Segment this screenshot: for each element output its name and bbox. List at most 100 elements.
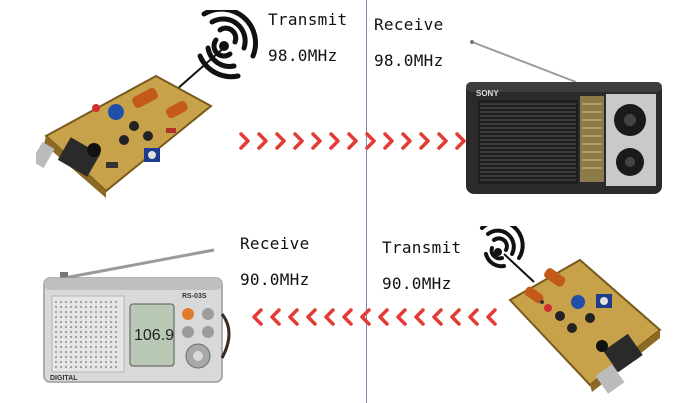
speaker-dot [99, 315, 103, 319]
right-chevron-icon [365, 132, 376, 150]
speaker-dot [54, 305, 58, 309]
speaker-dot [89, 325, 93, 329]
signal-arrows-left [248, 306, 500, 328]
speaker-dot [79, 315, 83, 319]
speaker-dot [74, 330, 78, 334]
top-receive-label: Receive [374, 15, 444, 34]
speaker-dot [114, 330, 118, 334]
speaker-dot [59, 345, 63, 349]
speaker-dot [74, 315, 78, 319]
right-chevron-icon [257, 132, 268, 150]
left-chevron-icon [324, 308, 335, 326]
speaker-dot [89, 335, 93, 339]
left-chevron-icon [360, 308, 371, 326]
speaker-dot [84, 335, 88, 339]
top-receive-frequency: 98.0MHz [374, 51, 444, 70]
top-transmit-frequency: 98.0MHz [268, 46, 338, 65]
speaker-dot [114, 340, 118, 344]
speaker-dot [74, 335, 78, 339]
speaker-dot [69, 365, 73, 369]
left-chevron-icon [432, 308, 443, 326]
bottom-transmit-label: Transmit [382, 238, 462, 257]
right-chevron-icon [293, 132, 304, 150]
speaker-dot [64, 345, 68, 349]
speaker-dot [104, 325, 108, 329]
speaker-dot [54, 360, 58, 364]
antenna-wire-2 [503, 253, 535, 283]
speaker-dot [64, 335, 68, 339]
speaker-dot [84, 350, 88, 354]
speaker-dot [104, 305, 108, 309]
speaker-dot [54, 350, 58, 354]
speaker-dot [114, 355, 118, 359]
speaker-dot [99, 300, 103, 304]
speaker-dot [89, 315, 93, 319]
speaker-dot [114, 305, 118, 309]
left-chevron-icon [252, 308, 263, 326]
left-chevron-icon [270, 308, 281, 326]
speaker-dot [99, 345, 103, 349]
speaker-dot [109, 310, 113, 314]
speaker-dot [74, 305, 78, 309]
speaker-dot [89, 300, 93, 304]
speaker-dot [84, 365, 88, 369]
speaker-dot [94, 305, 98, 309]
bottom-receive-frequency: 90.0MHz [240, 270, 310, 289]
speaker-dot [109, 315, 113, 319]
speaker-dot [69, 315, 73, 319]
speaker-dot [99, 365, 103, 369]
speaker-dot [54, 315, 58, 319]
left-chevron-icon [468, 308, 479, 326]
speaker-dot [84, 305, 88, 309]
speaker-dot [99, 320, 103, 324]
speaker-dot [104, 315, 108, 319]
speaker-dot [99, 310, 103, 314]
center-divider [366, 0, 367, 403]
speaker-dot [69, 300, 73, 304]
speaker-dot [94, 330, 98, 334]
speaker-dot [79, 330, 83, 334]
speaker-dot [54, 340, 58, 344]
speaker-dot [59, 305, 63, 309]
signal-arrows-right [236, 130, 488, 152]
speaker-dot [64, 315, 68, 319]
speaker-dot [109, 355, 113, 359]
speaker-dot [64, 360, 68, 364]
speaker-dot [104, 345, 108, 349]
speaker-dot [109, 360, 113, 364]
speaker-dot [89, 320, 93, 324]
speaker-dot [84, 320, 88, 324]
speaker-dot [59, 310, 63, 314]
speaker-dot [79, 355, 83, 359]
left-chevron-icon [378, 308, 389, 326]
left-chevron-icon [342, 308, 353, 326]
speaker-dot [94, 300, 98, 304]
speaker-dot [69, 335, 73, 339]
speaker-dot [69, 345, 73, 349]
right-chevron-icon [329, 132, 340, 150]
speaker-dot [94, 340, 98, 344]
speaker-dot [64, 330, 68, 334]
speaker-dot [64, 305, 68, 309]
speaker-dot [64, 350, 68, 354]
right-chevron-icon [437, 132, 448, 150]
speaker-dot [79, 335, 83, 339]
speaker-dot [114, 300, 118, 304]
speaker-dot [54, 355, 58, 359]
speaker-dot [69, 340, 73, 344]
speaker-dot [59, 300, 63, 304]
speaker-dot [99, 330, 103, 334]
fm-transmitter-board-2 [508, 258, 662, 394]
speaker-dot [104, 365, 108, 369]
left-chevron-icon [414, 308, 425, 326]
speaker-dot [114, 360, 118, 364]
speaker-dot [74, 310, 78, 314]
receiver-radio-sony: SONY [466, 40, 662, 194]
speaker-dot [94, 345, 98, 349]
speaker-dot [89, 305, 93, 309]
speaker-dot [114, 310, 118, 314]
left-chevron-icon [288, 308, 299, 326]
speaker-dot [99, 360, 103, 364]
speaker-dot [99, 305, 103, 309]
speaker-dot [109, 345, 113, 349]
